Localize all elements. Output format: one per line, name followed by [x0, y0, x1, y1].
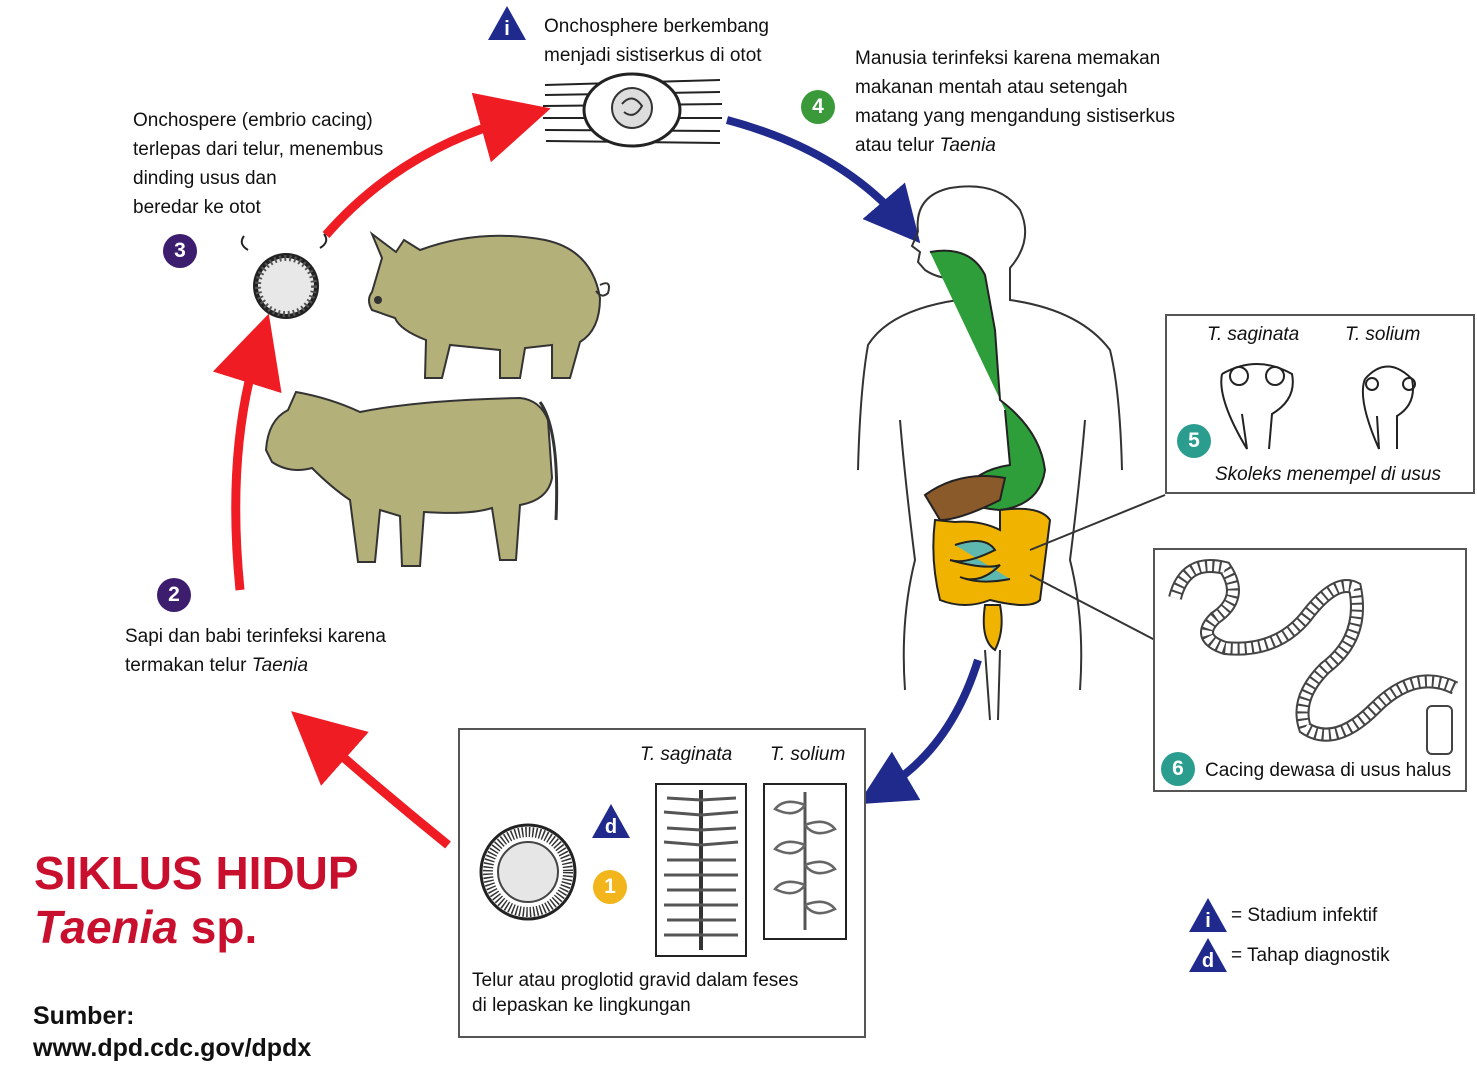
stage-1-line: Telur atau proglotid gravid dalam feses [472, 970, 799, 991]
source-url: www.dpd.cdc.gov/dpdx [33, 1034, 312, 1062]
stage-3-caption: Onchospere (embrio cacing) terlepas dari… [133, 106, 383, 222]
stage-cyst-caption: Onchosphere berkembang menjadi sistiserk… [544, 12, 769, 70]
arrow-muscle-to-human [725, 116, 921, 244]
egg-species-solium: T. solium [770, 744, 846, 765]
infective-stage-icon: i [1187, 896, 1229, 934]
svg-text:i: i [504, 18, 510, 40]
stage-1-badge: 1 [593, 870, 627, 904]
cyst-caption-line: Onchosphere berkembang [544, 16, 769, 37]
stage-6-caption: Cacing dewasa di usus halus [1205, 760, 1452, 781]
arrow-human-to-egg [857, 658, 982, 805]
egg-proglottid-box: T. saginata T. solium d 1 Telur atau pro… [458, 728, 866, 1038]
stage-4-badge: 4 [801, 90, 835, 124]
stage-6-badge: 6 [1161, 752, 1195, 786]
stage-2-badge: 2 [157, 578, 191, 612]
arrow-egg-to-animals [291, 711, 451, 849]
title-rest: sp. [178, 901, 258, 953]
stage-2-italic: Taenia [251, 655, 309, 676]
legend-infective-label: = Stadium infektif [1231, 904, 1378, 926]
cow-icon [264, 390, 559, 567]
stage-5-caption: Skoleks menempel di usus [1215, 464, 1441, 485]
legend-item-diagnostic: d = Tahap diagnostik [1187, 935, 1390, 975]
legend: i = Stadium infektif d = Tahap diagnosti… [1187, 895, 1390, 975]
stage-5-badge: 5 [1177, 424, 1211, 458]
stage-3-line: Onchospere (embrio cacing) [133, 110, 373, 131]
stage-2-line: Sapi dan babi terinfeksi karena [125, 626, 386, 647]
source-credit: Sumber: www.dpd.cdc.gov/dpdx [33, 1000, 311, 1064]
legend-item-infective: i = Stadium infektif [1187, 895, 1390, 935]
stage-1-caption: Telur atau proglotid gravid dalam feses … [472, 968, 798, 1018]
egg-icon [240, 233, 328, 319]
arrow-animals-to-embryo [212, 313, 282, 591]
stage-4-line: matang yang mengandung sistiserkus [855, 106, 1176, 127]
title-line-2: Taenia sp. [34, 900, 359, 954]
stage-2-text: termakan telur [125, 655, 252, 676]
stage-4-line: makanan mentah atau setengah [855, 77, 1128, 98]
stage-2-caption: Sapi dan babi terinfeksi karena termakan… [125, 622, 386, 680]
scolex-box: T. saginata T. solium 5 Skoleks menempel… [1165, 314, 1475, 494]
proglottid-icon [655, 783, 747, 957]
scolex-species-saginata: T. saginata [1207, 324, 1300, 345]
stage-4-last-italic: Taenia [939, 135, 996, 156]
proglottid-icon [763, 783, 847, 940]
scolex-icon [1220, 363, 1416, 450]
legend-diagnostic-label: = Tahap diagnostik [1231, 944, 1390, 966]
source-label: Sumber: [33, 1002, 135, 1030]
stage-1-line: di lepaskan ke lingkungan [472, 995, 691, 1016]
digestive-tract-icon [923, 249, 1052, 652]
svg-text:d: d [605, 816, 617, 838]
diagnostic-stage-icon: d [1187, 936, 1229, 974]
tapeworm-icon [1168, 559, 1459, 755]
stage-3-line: terlepas dari telur, menembus [133, 139, 384, 160]
pig-icon [368, 231, 610, 379]
human-body-icon [857, 185, 1123, 721]
stage-4-last-text: atau telur [855, 135, 940, 156]
adult-worm-box: 6 Cacing dewasa di usus halus [1153, 548, 1467, 792]
egg-species-saginata: T. saginata [640, 744, 733, 765]
cyst-icon [542, 72, 723, 148]
stage-3-badge: 3 [163, 234, 197, 268]
stage-3-line: dinding usus dan [133, 168, 277, 189]
cyst-caption-line: menjadi sistiserkus di otot [544, 45, 762, 66]
stage-3-line: beredar ke otot [133, 197, 261, 218]
stage-4-caption: Manusia terinfeksi karena memakan makana… [855, 44, 1175, 160]
page-title: SIKLUS HIDUP Taenia sp. [34, 846, 359, 954]
stage-4-line: Manusia terinfeksi karena memakan [855, 48, 1161, 69]
diagnostic-stage-icon: d [590, 802, 632, 840]
scolex-species-solium: T. solium [1345, 324, 1421, 345]
title-line-1: SIKLUS HIDUP [34, 847, 359, 899]
stage-4-line: atau telur Taenia [855, 131, 1175, 160]
taenia-egg-icon [479, 823, 577, 921]
title-italic: Taenia [34, 901, 179, 953]
stage-2-line: termakan telur Taenia [125, 651, 386, 680]
svg-text:d: d [1202, 950, 1214, 972]
svg-text:i: i [1205, 910, 1211, 932]
infective-stage-icon: i [486, 4, 528, 42]
arrow-embryo-to-muscle [322, 92, 551, 238]
